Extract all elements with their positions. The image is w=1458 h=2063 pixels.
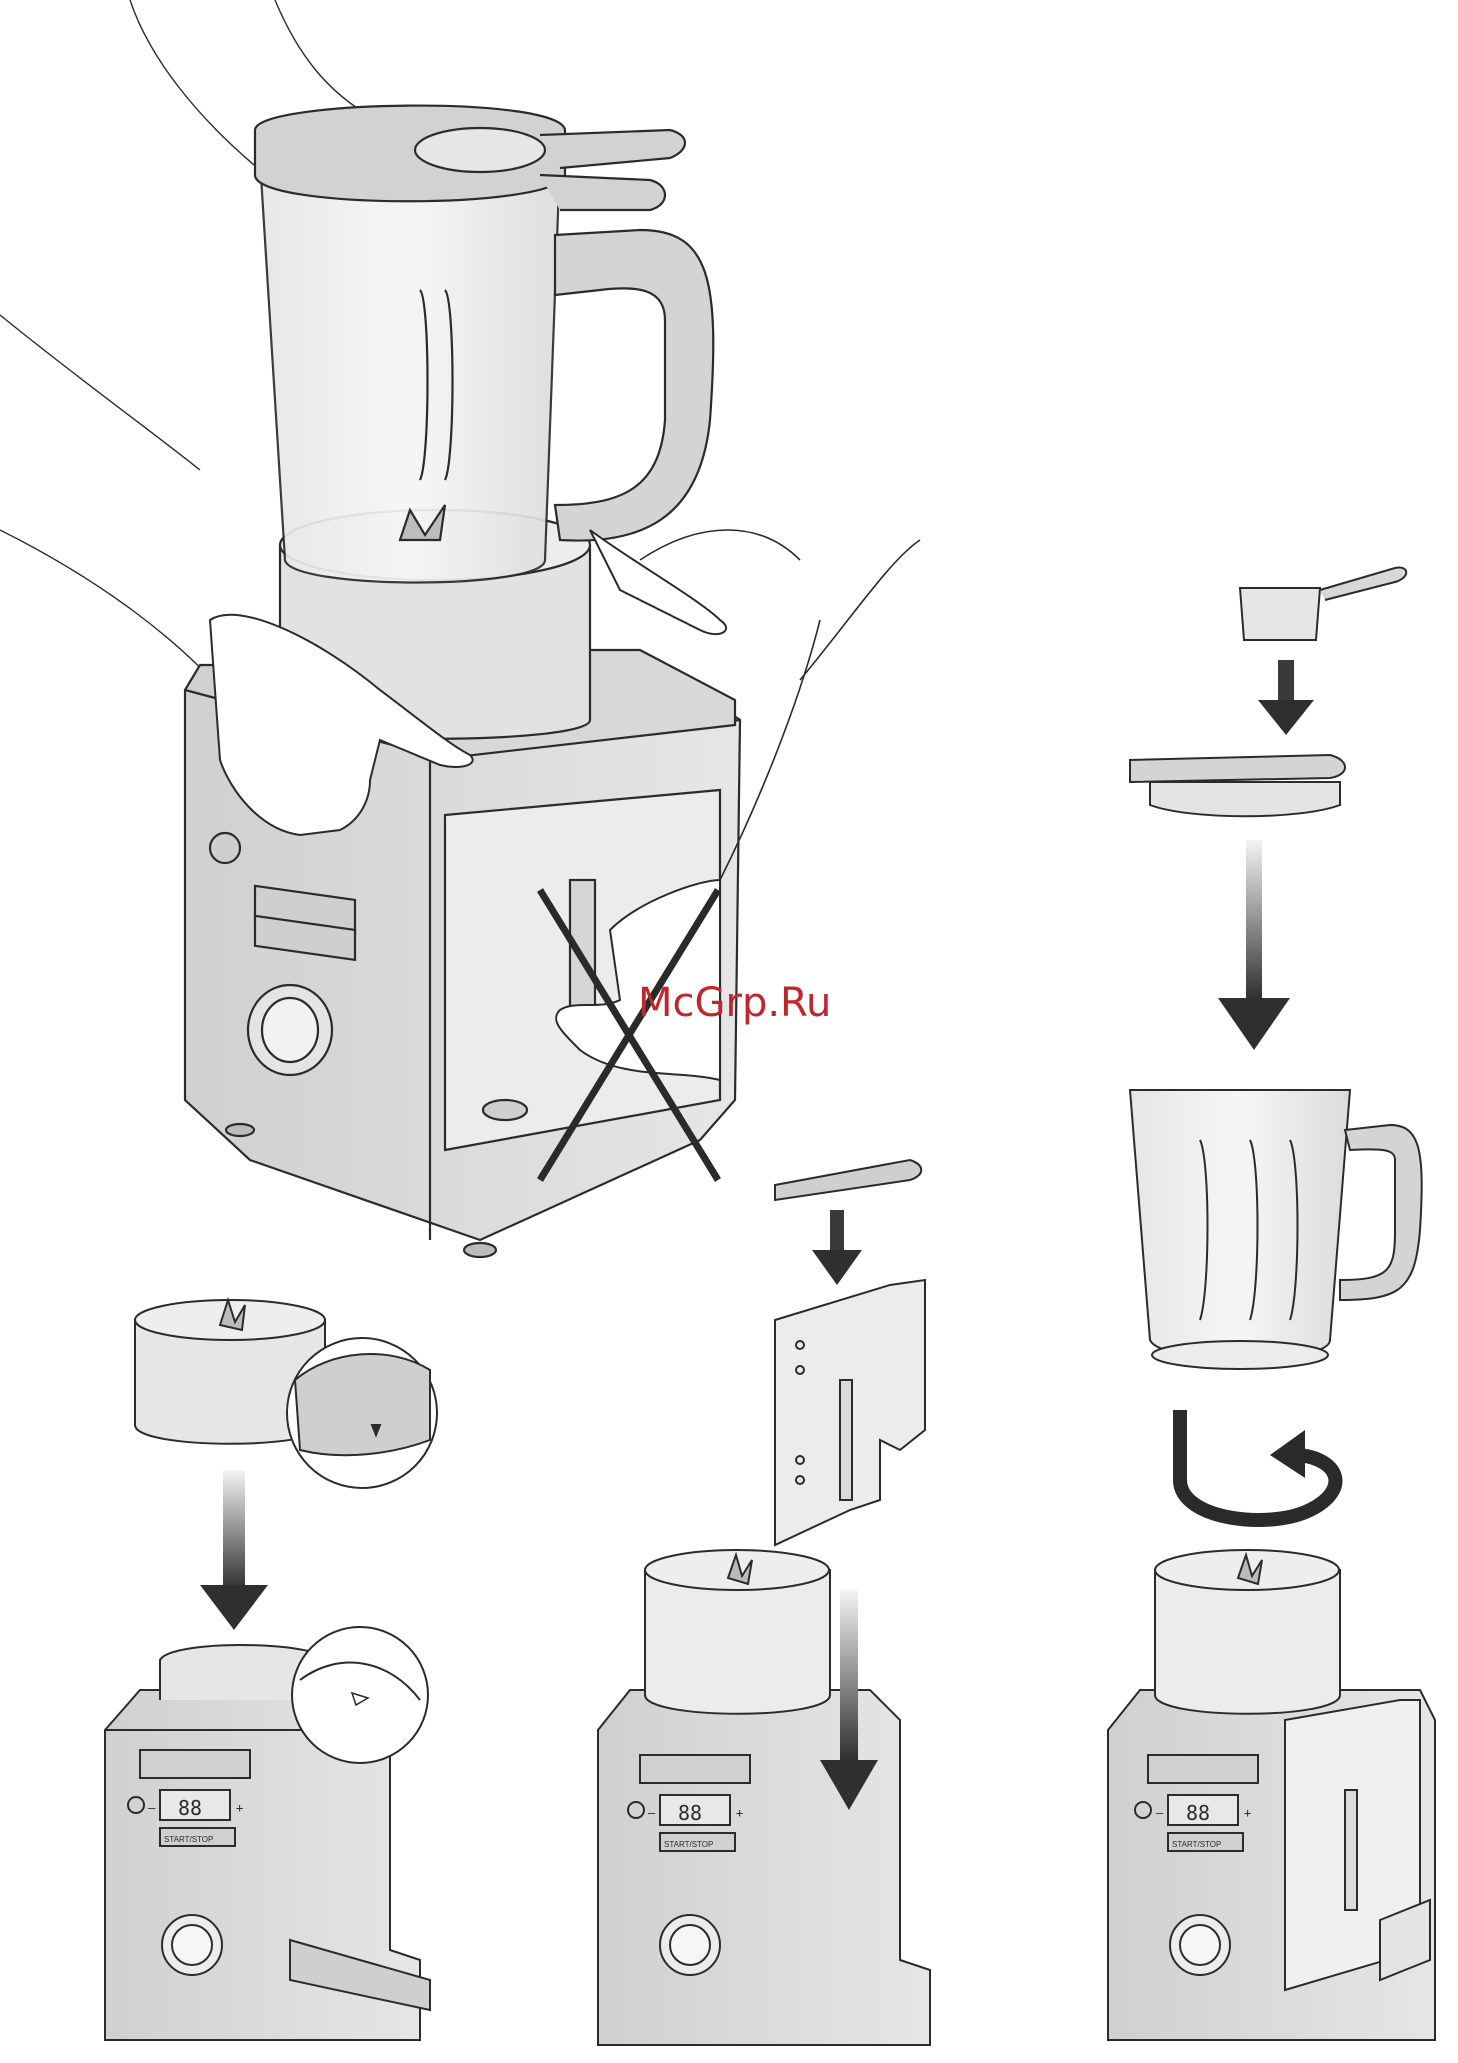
main-blender-assembly (0, 0, 920, 1257)
middle-assembled-blender (598, 1550, 930, 2045)
lid-separate (1130, 755, 1345, 782)
start-stop-label: START/STOP (1172, 1840, 1221, 1849)
start-stop-label: START/STOP (664, 1840, 713, 1849)
rotate-arrow-icon (1180, 1410, 1335, 1520)
blade-unit (1155, 1570, 1340, 1714)
blender-base-small (598, 1690, 930, 2045)
right-hand (590, 530, 726, 634)
down-arrow-icon (1258, 700, 1314, 735)
plus-label: + (1244, 1806, 1251, 1820)
lcd-digits: 88 (678, 1801, 702, 1825)
minus-label: – (148, 1801, 156, 1815)
down-arrow-icon (200, 1585, 268, 1630)
jar-handle (1340, 1125, 1422, 1300)
blade-insertion-column (105, 1300, 437, 2040)
right-assembly-column (1130, 568, 1422, 1520)
plus-label: + (236, 1801, 243, 1815)
down-arrow-icon (812, 1250, 862, 1285)
jar-handle (555, 230, 713, 541)
jar-separate (1130, 1090, 1350, 1359)
right-assembled-blender (1108, 1550, 1435, 2040)
lid-cap (415, 128, 545, 172)
start-stop-label: START/STOP (164, 1835, 213, 1844)
hand-outline-left (0, 315, 230, 700)
blade-unit (645, 1570, 830, 1714)
minus-label: – (648, 1806, 656, 1820)
watermark-text: McGrp.Ru (638, 980, 831, 1026)
foot (226, 1124, 254, 1136)
tank-cover (775, 1160, 921, 1200)
measuring-cup (1240, 588, 1320, 640)
lcd-digits: 88 (178, 1796, 202, 1820)
lid-tab (540, 130, 685, 168)
minus-label: – (1156, 1806, 1164, 1820)
power-icon (210, 833, 240, 863)
plus-label: + (736, 1806, 743, 1820)
tank-insertion-column (775, 1160, 925, 1545)
down-arrow-icon (1218, 998, 1290, 1050)
lcd-digits: 88 (1186, 1801, 1210, 1825)
foot (464, 1243, 496, 1257)
